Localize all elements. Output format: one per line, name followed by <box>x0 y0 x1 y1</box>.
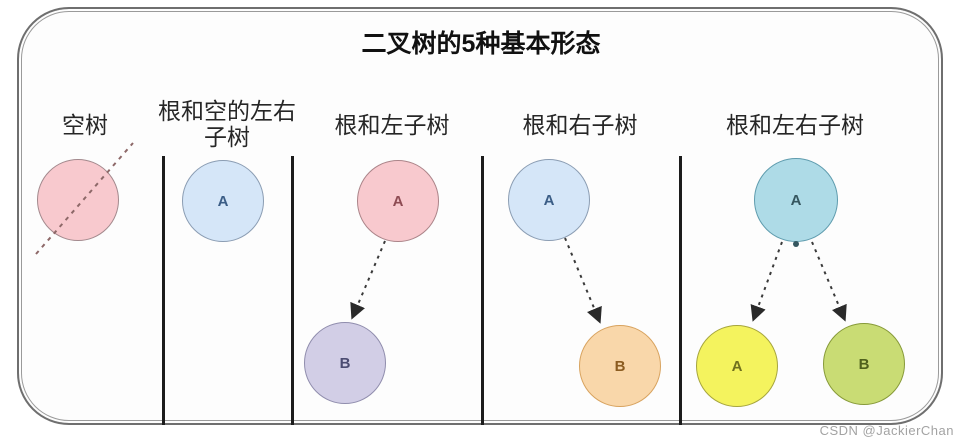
watermark: CSDN @JackierChan <box>819 423 954 438</box>
tree-node-right-child: B <box>823 323 905 405</box>
node-label: A <box>543 191 555 209</box>
node-label: B <box>614 357 626 375</box>
panel-divider-3 <box>481 156 484 425</box>
tree-node-left-child: B <box>304 322 386 404</box>
panel-divider-1 <box>162 156 165 425</box>
diagram-title: 二叉树的5种基本形态 <box>361 30 601 58</box>
node-label: B <box>858 355 870 373</box>
tree-node-root: A <box>754 158 838 242</box>
tree-node-root: A <box>508 159 590 241</box>
panel-divider-2 <box>291 156 294 425</box>
tree-node-root: A <box>357 160 439 242</box>
tree-node-right-child: B <box>579 325 661 407</box>
node-label: A <box>731 357 743 375</box>
node-label: B <box>339 354 351 372</box>
panel-label-root-empty-subtrees: 根和空的左右子树 <box>158 98 296 151</box>
panel-label-root-both-subtrees: 根和左右子树 <box>726 112 864 138</box>
node-label: A <box>790 191 802 209</box>
panel-label-empty-tree: 空树 <box>62 112 108 138</box>
panel-label-root-right-subtree: 根和右子树 <box>522 112 638 138</box>
tree-node-root: A <box>182 160 264 242</box>
tree-node-left-child: A <box>696 325 778 407</box>
panel-divider-4 <box>679 156 682 425</box>
node-label: A <box>217 192 229 210</box>
panel-label-root-left-subtree: 根和左子树 <box>334 112 450 138</box>
node-label: A <box>392 192 404 210</box>
empty-tree-node <box>37 159 119 241</box>
